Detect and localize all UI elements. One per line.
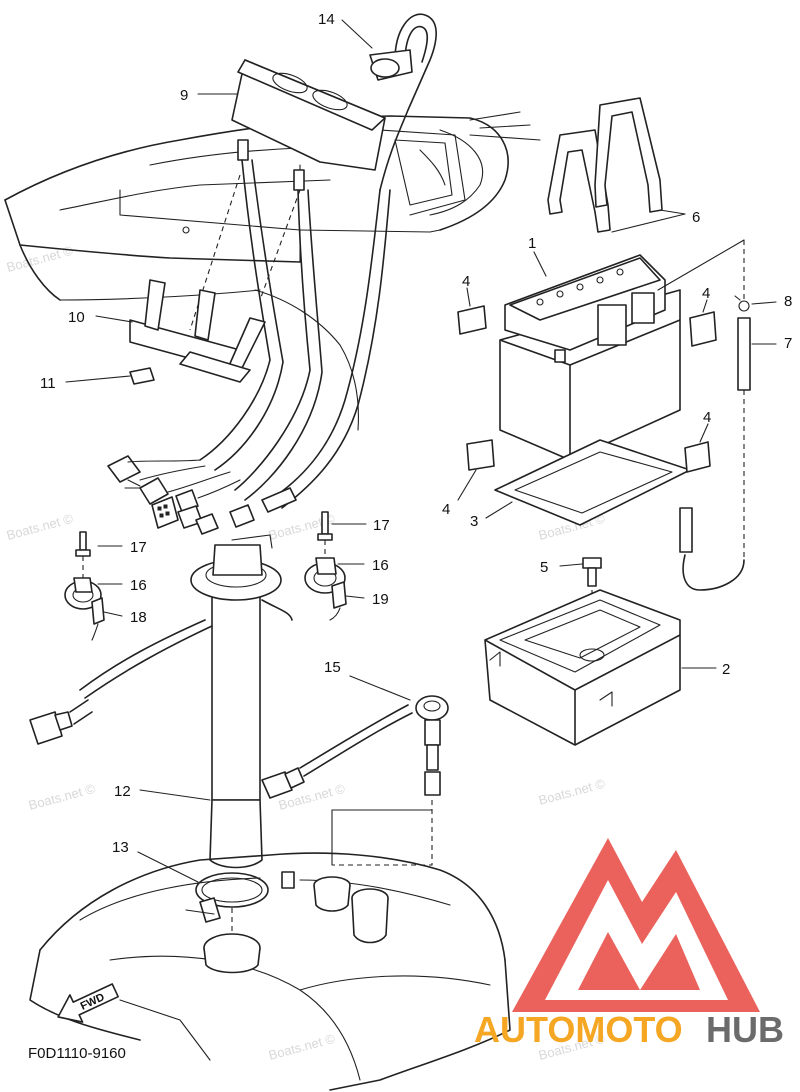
callout-3: 3 <box>470 513 478 530</box>
callout-2: 2 <box>722 661 730 678</box>
callout-17-mid: 17 <box>373 517 390 534</box>
callout-4-lower-right: 4 <box>703 409 711 426</box>
watermark: Boats.net © <box>27 781 97 813</box>
watermark: Boats.net © <box>537 776 607 808</box>
part-10-bracket <box>129 279 266 383</box>
leader-line <box>657 239 745 291</box>
callout-4-upper-left: 4 <box>462 273 470 290</box>
watermark: Boats.net © <box>5 511 75 543</box>
part-19-cable-tie <box>329 581 347 621</box>
callout-8: 8 <box>784 293 792 310</box>
part-9-meter-housing <box>231 59 386 191</box>
automotohub-logo: AUTOMOTO HUB <box>474 838 784 1050</box>
part-12-fuel-sender <box>29 534 293 869</box>
part-6-battery-band <box>547 97 663 233</box>
part-3-battery-pad <box>494 439 691 526</box>
leader-dash <box>259 189 301 301</box>
harness-connectors <box>107 455 297 535</box>
callout-13: 13 <box>112 839 129 856</box>
callout-1: 1 <box>528 235 536 252</box>
callout-6: 6 <box>692 209 700 226</box>
deck-hull-outline <box>4 111 541 431</box>
callout-19: 19 <box>372 591 389 608</box>
part-14-wire-grommet <box>369 13 437 191</box>
fwd-label: FWD <box>79 991 107 1012</box>
wire-harness <box>199 159 391 509</box>
part-1-battery <box>499 254 681 461</box>
part-17-left-pin <box>75 531 91 557</box>
part-11-clip <box>129 367 155 385</box>
part-17-mid-pin <box>317 511 333 541</box>
watermark: Boats.net © <box>267 1031 337 1063</box>
callout-10: 10 <box>68 309 85 326</box>
forward-direction-arrow: FWD <box>57 983 119 1023</box>
callout-15: 15 <box>324 659 341 676</box>
callout-5: 5 <box>540 559 548 576</box>
brand-text-automoto: AUTOMOTO <box>474 1009 683 1050</box>
callout-17-left: 17 <box>130 539 147 556</box>
logo-mark <box>512 838 760 1012</box>
part-18-cable-tie <box>91 597 105 641</box>
callout-7: 7 <box>784 335 792 352</box>
brand-text-hub: HUB <box>706 1009 784 1050</box>
callout-16-mid: 16 <box>372 557 389 574</box>
callouts: 14 9 10 11 17 16 18 17 16 19 15 12 13 1 … <box>40 11 792 883</box>
callout-9: 9 <box>180 87 188 104</box>
part-15-sensor-lead <box>261 695 449 866</box>
callout-12: 12 <box>114 783 131 800</box>
part-7-breather-hose <box>679 295 751 591</box>
diagram-code: F0D1110-9160 <box>28 1045 126 1062</box>
callout-14: 14 <box>318 11 335 28</box>
callout-4-upper-right: 4 <box>702 285 710 302</box>
callout-4-lower-left: 4 <box>442 501 450 518</box>
part-2-battery-box <box>484 589 681 746</box>
fuel-tank <box>29 852 511 1091</box>
callout-18: 18 <box>130 609 147 626</box>
callout-16-left: 16 <box>130 577 147 594</box>
part-4-pads <box>457 305 717 473</box>
callout-11: 11 <box>40 375 56 392</box>
